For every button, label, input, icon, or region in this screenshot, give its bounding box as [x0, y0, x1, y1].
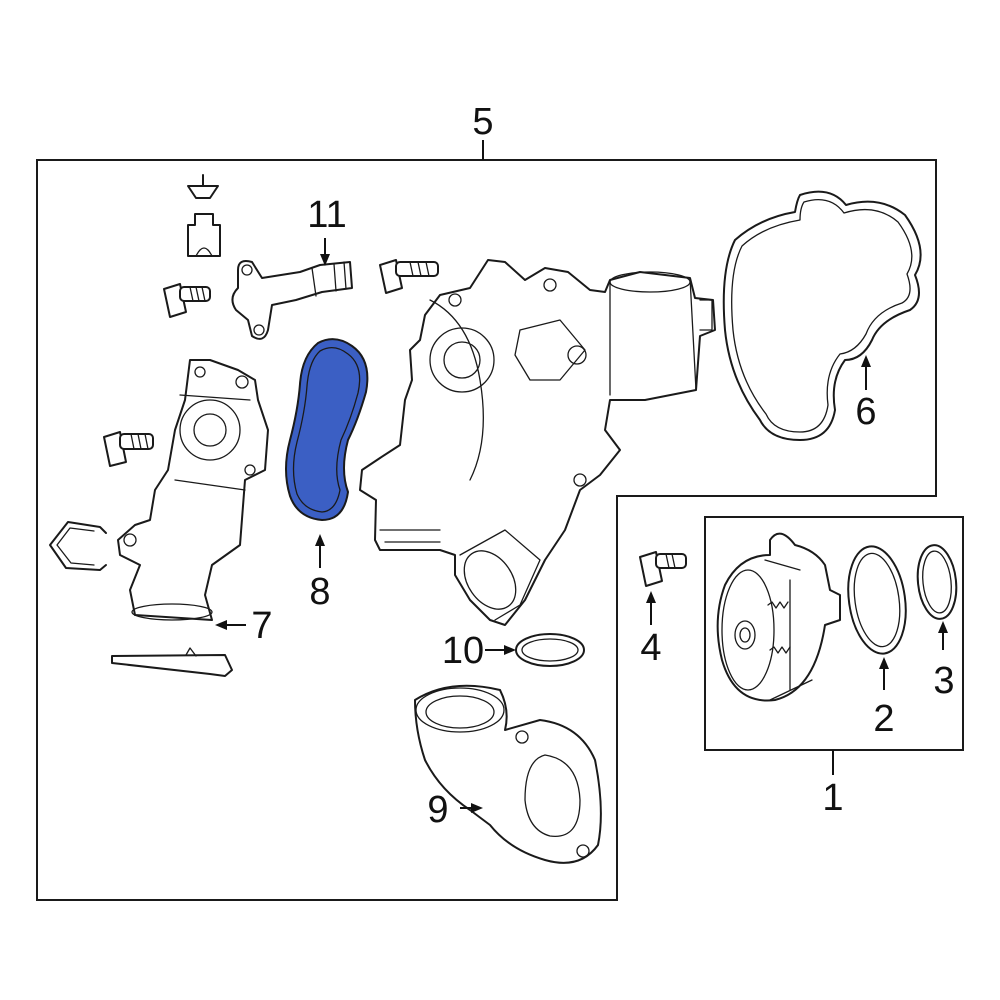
bracket-strip	[111, 654, 233, 677]
callout-8: 8	[309, 571, 330, 613]
leader-lines	[215, 140, 948, 813]
o-ring-3	[916, 544, 958, 620]
callout-6: 6	[855, 391, 876, 433]
callout-5: 5	[472, 101, 493, 143]
callout-9: 9	[427, 789, 448, 831]
bolt-4	[639, 551, 687, 587]
callout-4: 4	[640, 627, 661, 669]
outlet-housing-7	[117, 359, 269, 621]
large-gasket-6-inner	[731, 199, 913, 433]
callout-11: 11	[307, 194, 346, 236]
sensor-symbol	[187, 174, 221, 257]
bolt-upper-center	[379, 259, 439, 294]
o-ring-10	[515, 633, 585, 667]
pump-impeller	[716, 532, 841, 702]
assembly-frame	[36, 159, 937, 901]
elbow-fitting-9	[414, 684, 602, 864]
callout-2: 2	[873, 698, 894, 740]
large-gasket-6	[722, 190, 922, 441]
seal-ring-2	[847, 545, 907, 655]
bolt-mid-left	[103, 431, 154, 467]
retaining-clip	[49, 521, 107, 571]
highlighted-gasket-8-edge	[292, 347, 361, 513]
callout-10: 10	[442, 630, 484, 672]
sensor-fitting-11	[231, 260, 353, 340]
highlighted-gasket-8	[285, 338, 369, 522]
bolt-upper-left	[163, 283, 211, 318]
water-pump-housing	[359, 259, 716, 626]
callout-1: 1	[822, 777, 843, 819]
callout-7: 7	[251, 605, 272, 647]
callout-3: 3	[933, 660, 954, 702]
